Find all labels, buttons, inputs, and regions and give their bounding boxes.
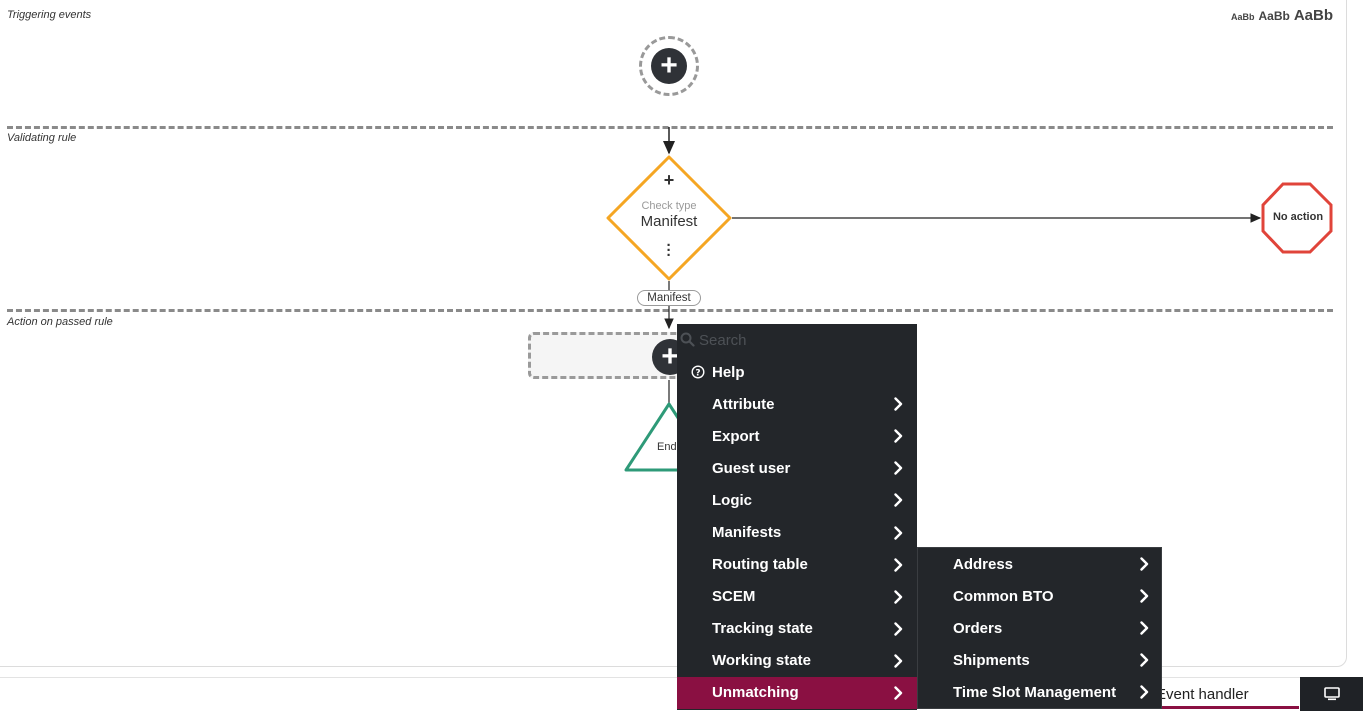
menu-item-label: Manifests bbox=[712, 524, 782, 542]
screen-toggle-button[interactable] bbox=[1300, 677, 1363, 711]
lane-label-validating: Validating rule bbox=[7, 132, 77, 144]
menu-item-tracking-state[interactable]: Tracking state bbox=[677, 613, 917, 645]
end-label: End bbox=[657, 441, 677, 453]
menu-item-help[interactable]: ? Help bbox=[677, 356, 917, 388]
search-icon bbox=[680, 332, 695, 352]
menu-item-time-slot-management[interactable]: Time Slot Management bbox=[918, 676, 1161, 708]
chevron-right-icon bbox=[893, 461, 903, 479]
menu-item-orders[interactable]: Orders bbox=[918, 612, 1161, 644]
lane-label-triggering: Triggering events bbox=[7, 9, 92, 21]
monitor-icon bbox=[1323, 687, 1340, 701]
menu-item-label: Tracking state bbox=[712, 620, 813, 638]
menu-item-scem[interactable]: SCEM bbox=[677, 581, 917, 613]
chevron-right-icon bbox=[893, 590, 903, 608]
menu-item-shipments[interactable]: Shipments bbox=[918, 644, 1161, 676]
svg-text:?: ? bbox=[695, 368, 700, 378]
chevron-right-icon bbox=[1139, 557, 1149, 575]
lane-label-action: Action on passed rule bbox=[7, 316, 113, 328]
font-size-small-button[interactable]: AaBb bbox=[1230, 12, 1255, 22]
add-condition-button[interactable]: + bbox=[663, 170, 675, 190]
font-size-medium-button[interactable]: AaBb bbox=[1258, 9, 1290, 23]
chevron-right-icon bbox=[1139, 589, 1149, 607]
menu-search-input[interactable] bbox=[699, 330, 899, 350]
menu-item-label: Help bbox=[712, 363, 745, 381]
chevron-right-icon bbox=[893, 654, 903, 672]
chevron-right-icon bbox=[893, 525, 903, 544]
menu-item-manifests[interactable]: Manifests bbox=[677, 516, 917, 548]
chevron-right-icon bbox=[1139, 621, 1149, 639]
chevron-right-icon bbox=[893, 622, 903, 640]
menu-item-label: Attribute bbox=[712, 395, 775, 413]
menu-item-attribute[interactable]: Attribute bbox=[677, 388, 917, 420]
chevron-right-icon bbox=[893, 493, 903, 511]
menu-item-label: Routing table bbox=[712, 556, 808, 574]
menu-item-guest-user[interactable]: Guest user bbox=[677, 452, 917, 484]
menu-item-label: Common BTO bbox=[953, 587, 1054, 605]
lane-divider bbox=[7, 309, 1333, 312]
plus-icon: + bbox=[651, 48, 687, 84]
menu-item-label: SCEM bbox=[712, 588, 756, 606]
add-trigger-button[interactable]: + bbox=[639, 36, 699, 96]
menu-item-working-state[interactable]: Working state bbox=[677, 645, 917, 677]
menu-item-label: Logic bbox=[712, 491, 752, 509]
menu-item-label: Orders bbox=[953, 619, 1003, 637]
chevron-right-icon bbox=[1139, 653, 1149, 671]
menu-item-label: Address bbox=[953, 555, 1014, 573]
menu-item-address[interactable]: Address bbox=[918, 548, 1161, 580]
menu-item-export[interactable]: Export bbox=[677, 420, 917, 452]
menu-item-common-bto[interactable]: Common BTO bbox=[918, 580, 1161, 612]
help-circle-icon: ? bbox=[691, 365, 705, 383]
tab-event-handler[interactable]: Event handler bbox=[1092, 683, 1299, 709]
chevron-right-icon bbox=[893, 686, 903, 704]
menu-item-label: Guest user bbox=[712, 459, 791, 477]
menu-item-label: Time Slot Management bbox=[953, 683, 1117, 701]
chevron-right-icon bbox=[893, 557, 903, 576]
menu-item-label: Export bbox=[712, 427, 760, 445]
menu-item-routing-table[interactable]: Routing table bbox=[677, 549, 917, 581]
menu-item-label: Working state bbox=[712, 652, 811, 670]
more-vertical-icon[interactable]: ··· bbox=[666, 237, 672, 264]
chevron-right-icon bbox=[893, 397, 903, 415]
font-size-large-button[interactable]: AaBb bbox=[1293, 7, 1333, 24]
menu-item-label: Unmatching bbox=[712, 684, 799, 702]
menu-item-label: Shipments bbox=[953, 651, 1030, 669]
branch-label: Manifest bbox=[637, 290, 701, 306]
lane-divider bbox=[7, 126, 1333, 129]
menu-search bbox=[677, 324, 917, 356]
font-size-picker: AaBb AaBb AaBb bbox=[1231, 7, 1333, 24]
menu-item-unmatching[interactable]: Unmatching bbox=[677, 676, 917, 710]
menu-item-logic[interactable]: Logic bbox=[677, 484, 917, 516]
no-action-label: No action bbox=[1272, 211, 1324, 223]
chevron-right-icon bbox=[893, 429, 903, 447]
chevron-right-icon bbox=[1139, 685, 1149, 703]
